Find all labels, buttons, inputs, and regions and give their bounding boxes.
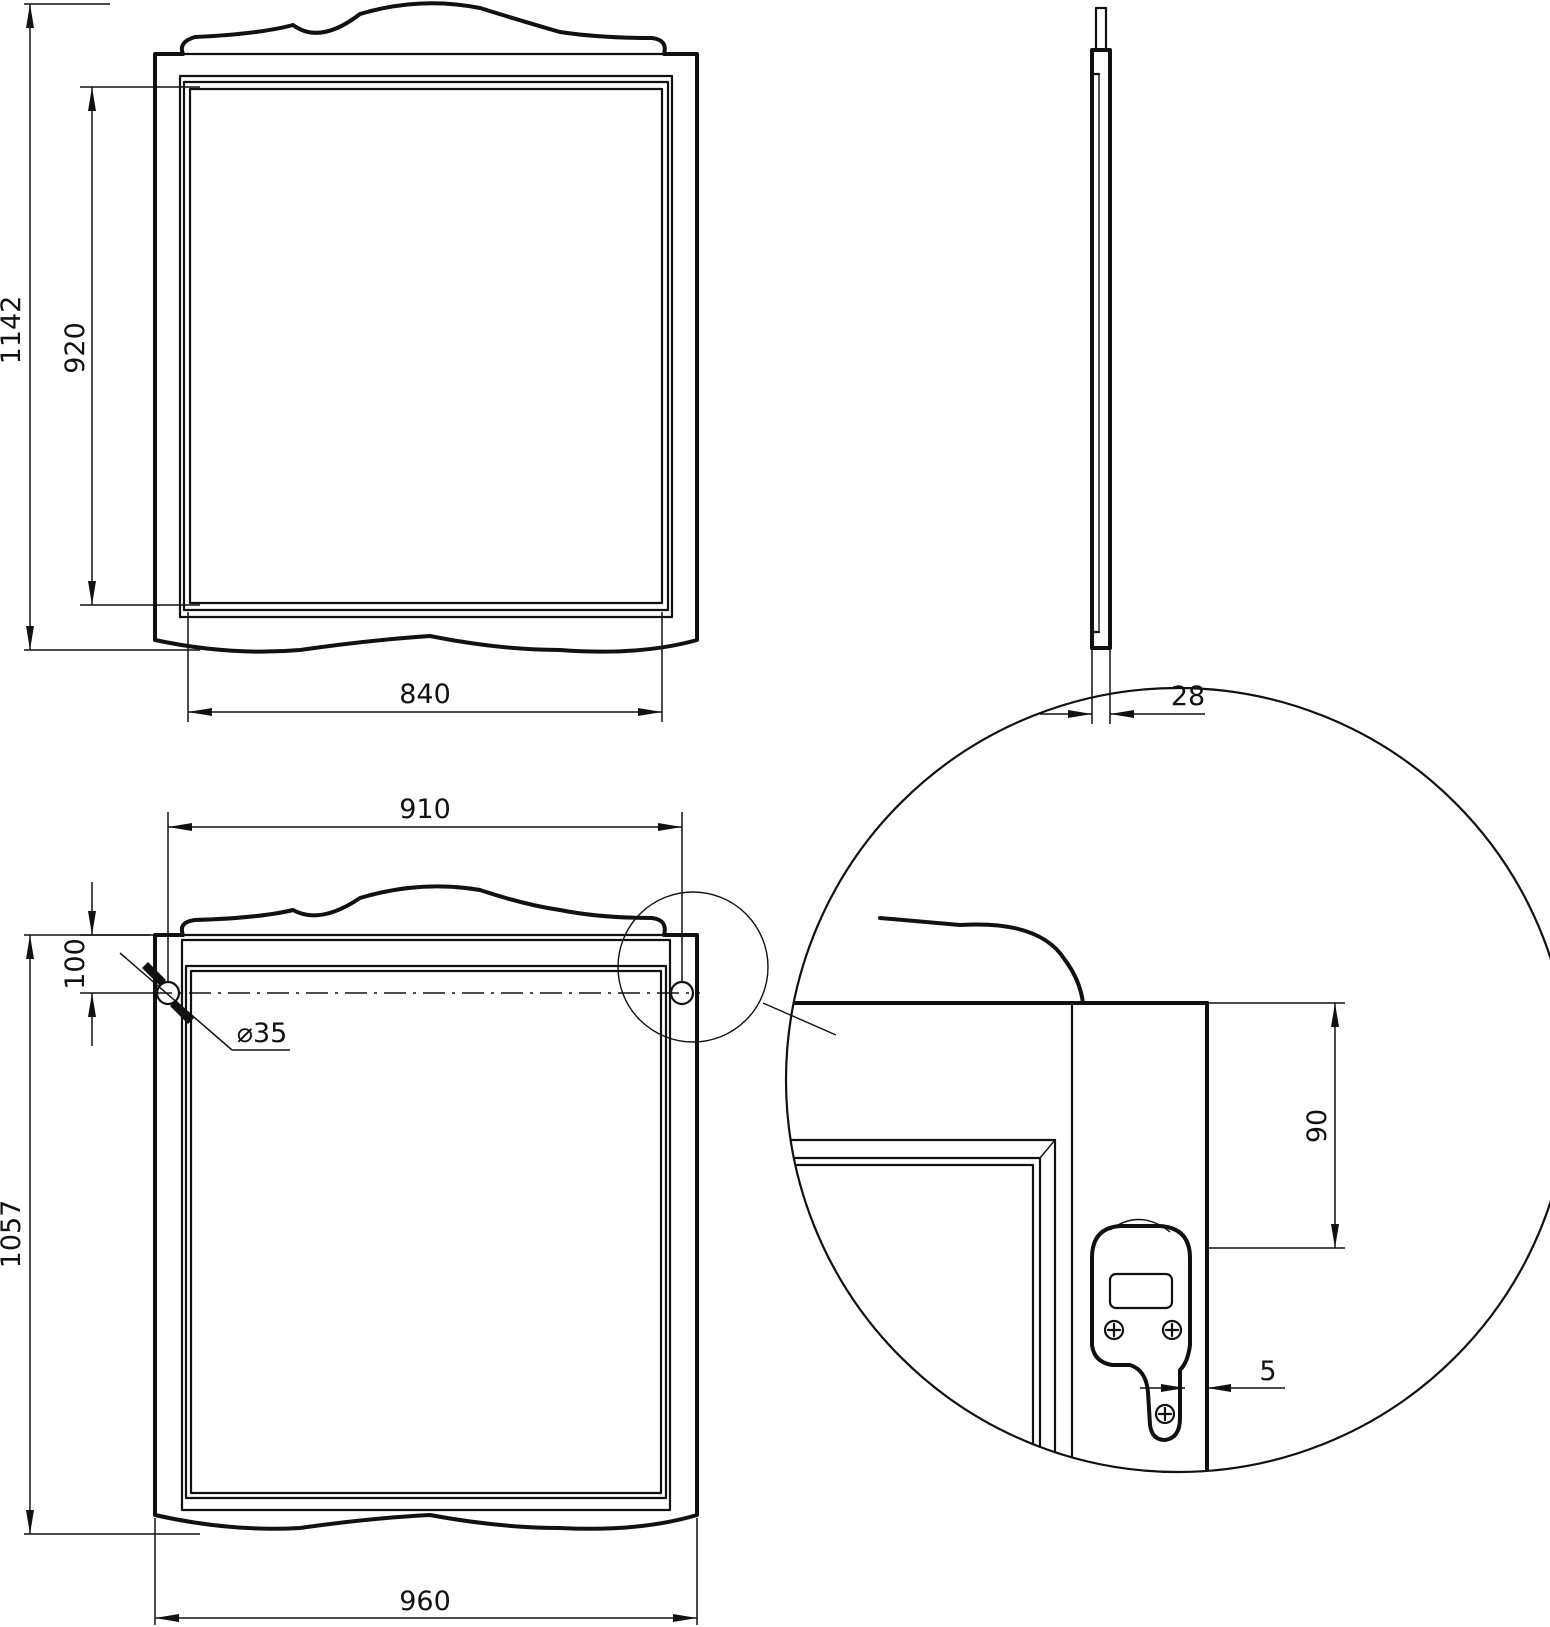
dimension-hole-diameter <box>119 952 290 1051</box>
detail-view <box>785 687 1550 1473</box>
label-1142: 1142 <box>0 296 27 365</box>
front-frame-outer <box>178 74 674 619</box>
back-frame-outer <box>180 938 672 1512</box>
label-960: 960 <box>399 1586 451 1617</box>
side-profile <box>1090 48 1112 650</box>
screw-icon <box>1103 1319 1125 1341</box>
side-view <box>1090 6 1112 650</box>
detail-panel-edge-mid <box>786 1156 1042 1472</box>
dimension-28 <box>1040 648 1205 724</box>
bracket-plate <box>1090 1224 1192 1442</box>
label-100: 100 <box>60 938 91 990</box>
dimension-1142 <box>24 3 200 651</box>
back-panel <box>189 969 663 1495</box>
label-28: 28 <box>1171 681 1205 712</box>
back-view <box>150 884 837 1531</box>
detail-callout-circle <box>617 891 769 1043</box>
dimension-90 <box>1207 1002 1345 1249</box>
label-920: 920 <box>60 322 91 374</box>
bracket-slot <box>1108 1272 1174 1310</box>
label-1057: 1057 <box>0 1200 27 1269</box>
label-910: 910 <box>399 794 451 825</box>
hanging-bracket <box>1090 1218 1192 1442</box>
label-840: 840 <box>399 679 451 710</box>
detail-panel-edge-inner <box>786 1163 1035 1472</box>
detail-circle <box>785 687 1550 1473</box>
side-top-cap <box>1094 6 1108 52</box>
dimension-840 <box>187 612 663 722</box>
bracket-hook-top <box>1109 1218 1171 1233</box>
label-90: 90 <box>1302 1109 1333 1143</box>
dimension-5 <box>1140 1384 1285 1392</box>
label-hole-diameter: ⌀35 <box>237 1018 288 1049</box>
dimension-920 <box>80 86 200 606</box>
back-mirror-outline <box>153 884 699 1531</box>
dimension-1057 <box>24 934 200 1535</box>
detail-crown-edge <box>878 916 1085 1005</box>
label-5: 5 <box>1259 1356 1276 1387</box>
front-frame-mid <box>182 80 670 612</box>
screw-icon <box>1154 1403 1176 1425</box>
screw-icon <box>1161 1319 1183 1341</box>
detail-bevel <box>1039 1139 1056 1159</box>
detail-leader-line <box>762 1002 837 1036</box>
back-frame-mid <box>184 964 668 1500</box>
front-view <box>153 1 699 654</box>
front-mirror-outline <box>153 1 699 654</box>
dimension-960 <box>154 1518 698 1625</box>
dimension-910 <box>167 812 683 982</box>
front-glass-panel <box>188 87 664 605</box>
